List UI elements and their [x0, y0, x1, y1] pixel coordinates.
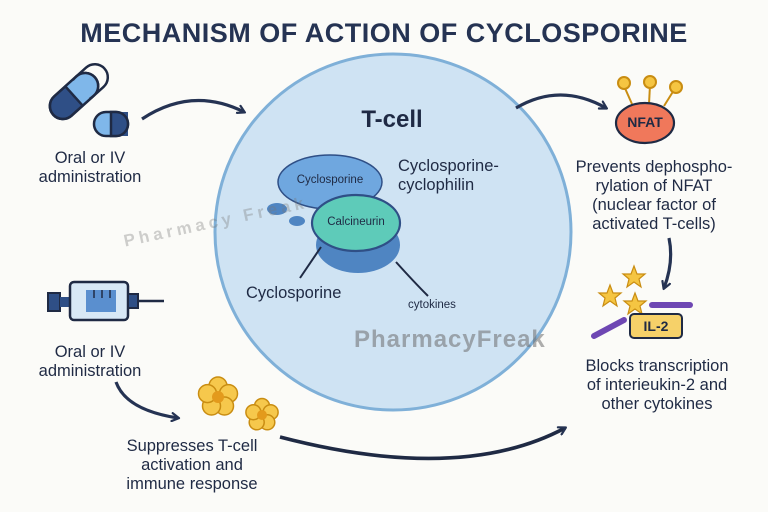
- blocks-label: Blocks transcription of interieukin-2 an…: [585, 357, 729, 413]
- arrow-pill-to-cell: [141, 98, 244, 121]
- complex-label: Cyclosporine- cyclophilin: [398, 157, 499, 194]
- nfat-badge-shape: [614, 101, 676, 145]
- cytokines-pointer: [395, 261, 429, 297]
- page-title: MECHANISM OF ACTION OF CYCLOSPORINE: [80, 18, 688, 48]
- flower-large-icon: [197, 376, 239, 416]
- admin-top-label: Oral or IV administration: [38, 149, 142, 186]
- cyclosporine-blob-label: Cyclosporine: [296, 174, 364, 186]
- star-icons: [597, 264, 648, 316]
- cyclosporine-label: Cyclosporine: [246, 284, 342, 302]
- small-molecule-2: [289, 216, 305, 226]
- watermark-center: PharmacyFreak: [354, 326, 546, 353]
- arrow-suppress-to-il2: [279, 428, 565, 461]
- tablet-pill-icon: [92, 110, 130, 138]
- nfat-badge: NFAT: [627, 114, 663, 130]
- arrow-nfat-to-il2: [664, 237, 673, 288]
- admin-bottom-label: Oral or IV administration: [38, 343, 142, 380]
- prevents-label: Prevents dephospho- rylation of NFAT (nu…: [575, 158, 733, 233]
- capsule-pill-icon: [48, 63, 110, 121]
- arrow-cell-to-nfat: [515, 93, 606, 108]
- small-molecule-1: [267, 203, 287, 215]
- cyclosporine-pointer: [299, 246, 322, 279]
- t-cell-label: T-cell: [361, 106, 423, 133]
- flower-small-icon: [245, 397, 279, 431]
- phosphate-groups-icon: [617, 75, 683, 107]
- calcineurin-blob-label: Calcineurin: [327, 216, 385, 228]
- arrow-admin-to-suppress: [114, 381, 178, 418]
- suppresses-label: Suppresses T-cell activation and immune …: [126, 437, 258, 493]
- syringe-icon: [47, 280, 164, 322]
- il2-badge: IL-2: [643, 318, 669, 334]
- dna-strand-left: [591, 317, 627, 339]
- cytokines-label: cytokines: [408, 299, 456, 311]
- il2-badge-shape: [629, 313, 683, 339]
- calcineurin-blob: [310, 193, 402, 253]
